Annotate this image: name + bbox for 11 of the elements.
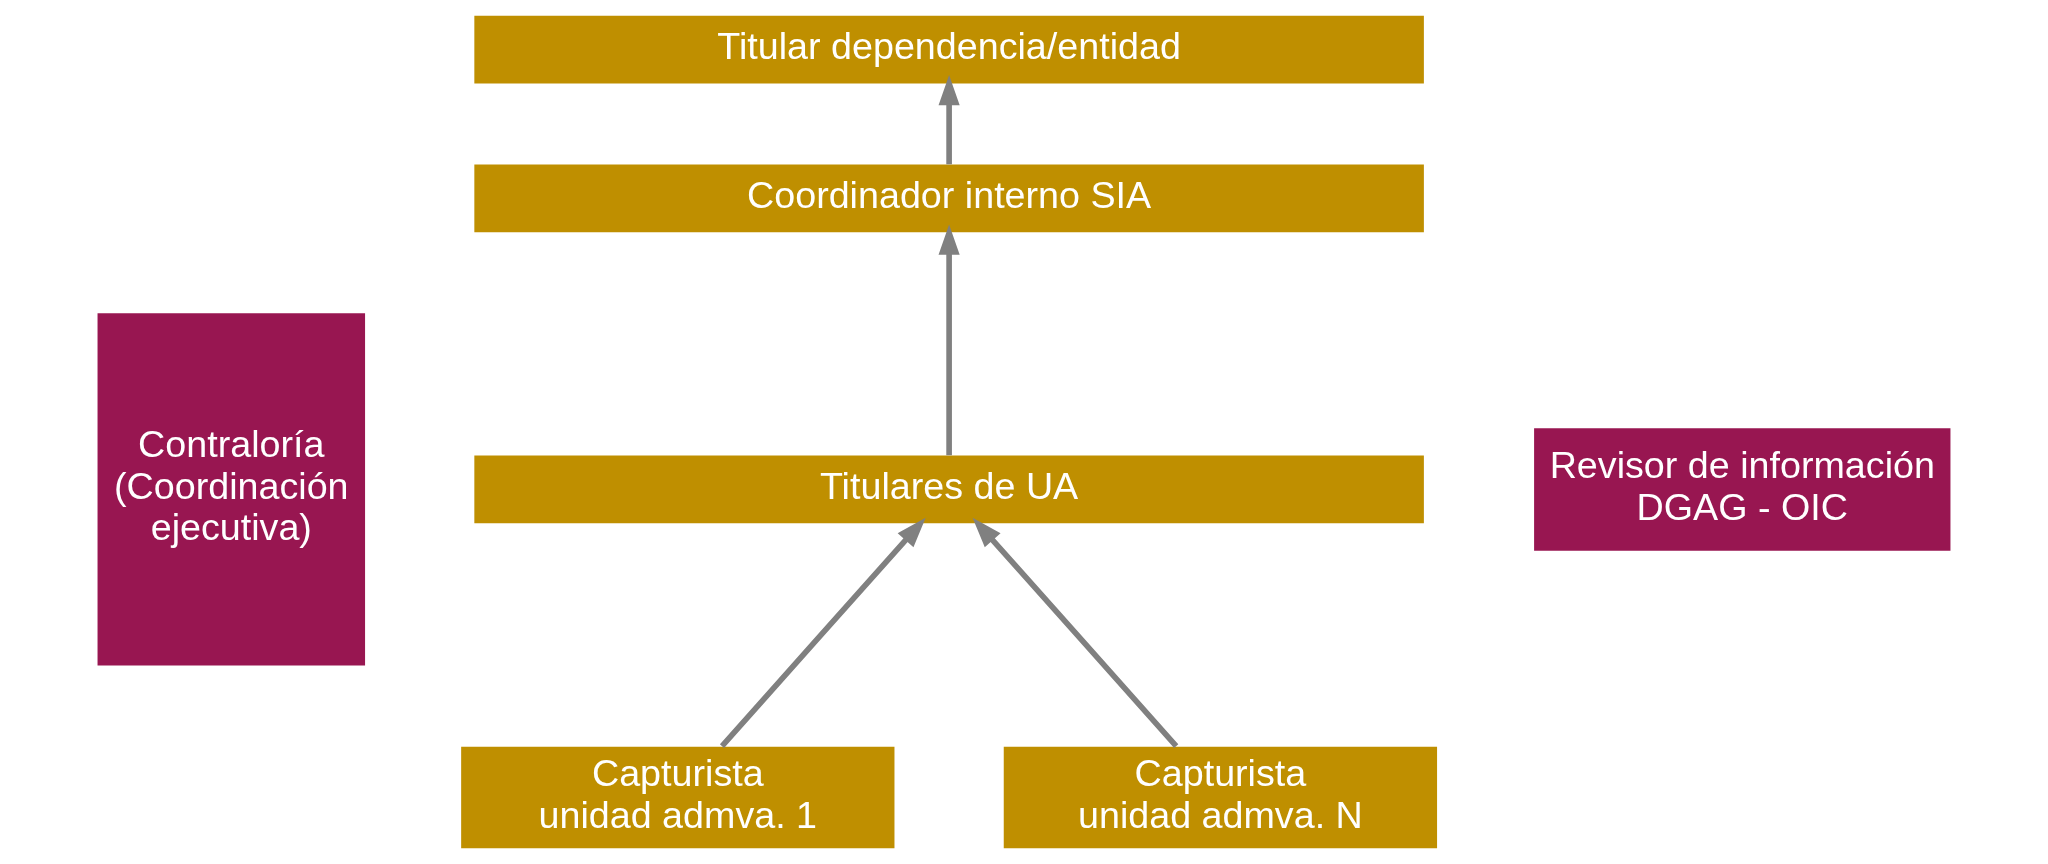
arrow [938,224,960,456]
arrow [938,74,960,165]
arrow [719,517,926,748]
node-box: Contraloría (Coordinación ejecutiva) [97,313,366,666]
node-box: Capturista unidad admva. N [1003,746,1438,849]
node-box: Coordinador interno SIA [474,164,1424,233]
arrow [972,517,1179,748]
node-box: Titular dependencia/entidad [474,15,1424,84]
node-box: Revisor de información DGAG - OIC [1534,428,1951,551]
node-box: Titulares de UA [474,455,1424,524]
node-box: Capturista unidad admva. 1 [461,746,895,849]
